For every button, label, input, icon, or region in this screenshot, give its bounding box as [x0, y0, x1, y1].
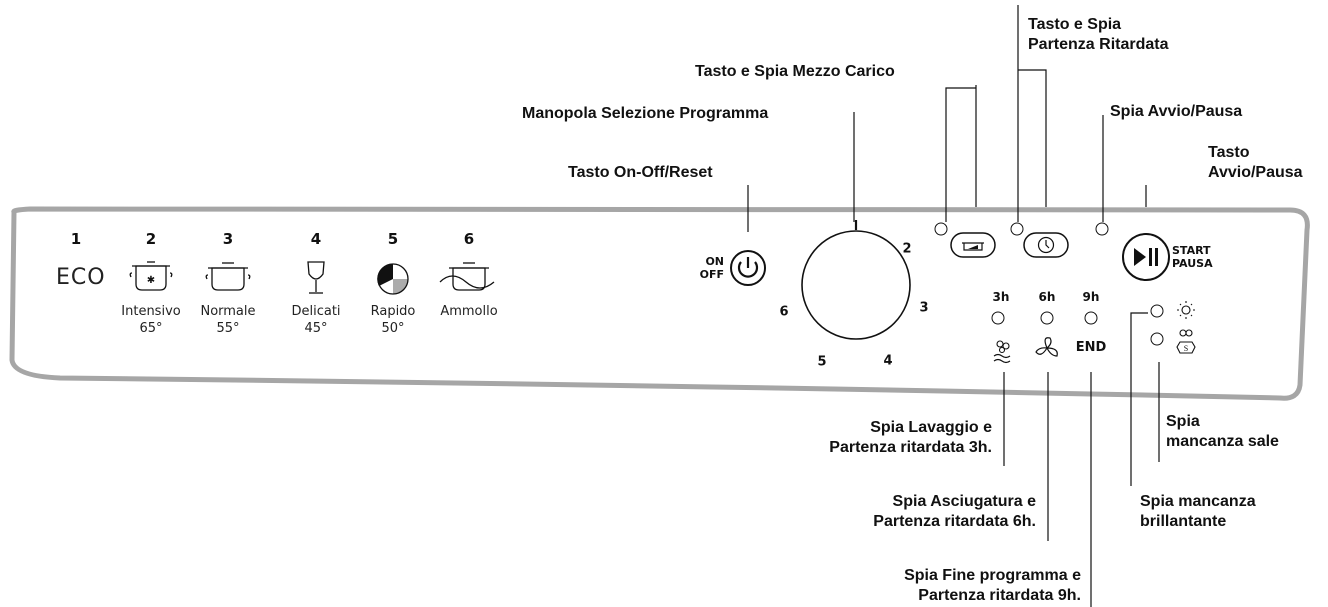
callout-spia-lavaggio: Spia Lavaggio e Partenza ritardata 3h. [829, 418, 992, 458]
program-delicati: Delicati 45° [291, 303, 340, 337]
program-number-2: 2 [145, 230, 157, 248]
led-avvio-pausa [1095, 222, 1109, 236]
leader-brillantante [1130, 312, 1148, 486]
callout-brillantante-line2: brillantante [1140, 513, 1227, 530]
off-label: OFF [699, 268, 724, 281]
delay-button [1023, 232, 1069, 258]
pot-normal-icon [205, 262, 251, 291]
led-partenza-ritardata [1010, 222, 1024, 236]
program-intensivo-name: Intensivo [121, 304, 181, 319]
dial-number-5: 5 [817, 354, 827, 370]
on-off-button[interactable] [731, 251, 765, 285]
program-dial [801, 220, 911, 340]
dial-number-6: 6 [779, 304, 789, 320]
led-6h [1040, 311, 1054, 325]
fan-icon [1035, 337, 1058, 357]
program-rapido: Rapido 50° [371, 303, 416, 337]
program-ammollo: Ammollo [440, 303, 497, 320]
on-off-label: ON OFF [690, 255, 724, 281]
program-rapido-temp: 50° [381, 321, 405, 336]
callout-on-off: Tasto On-Off/Reset [568, 164, 713, 181]
callout-partenza-line1: Tasto e Spia [1028, 16, 1122, 33]
program-intensivo: Intensivo 65° [121, 303, 180, 337]
label-end: END [1075, 340, 1107, 355]
callout-lavaggio-line2: Partenza ritardata 3h. [829, 439, 992, 456]
callout-avvio-pausa-tasto: Tasto Avvio/Pausa [1208, 143, 1303, 183]
salt-icon: S [1176, 329, 1196, 354]
label-6h: 6h [1038, 290, 1056, 304]
power-button [730, 250, 766, 286]
callout-asciugatura-line2: Partenza ritardata 6h. [873, 513, 1036, 530]
dial-number-3: 3 [919, 300, 929, 316]
pot-soak-icon [439, 262, 495, 291]
program-knob[interactable] [802, 231, 910, 339]
led-3h [991, 311, 1005, 325]
wash-icon [993, 340, 1011, 364]
program-delicati-temp: 45° [304, 321, 328, 336]
program-number-5: 5 [387, 230, 399, 248]
label-9h: 9h [1082, 290, 1100, 304]
callout-brillantante-line1: Spia mancanza [1140, 493, 1256, 510]
callout-manopola: Manopola Selezione Programma [522, 105, 769, 122]
program-intensivo-temp: 65° [139, 321, 163, 336]
rinse-aid-sun-icon [1177, 301, 1195, 319]
callout-partenza-ritardata: Tasto e Spia Partenza Ritardata [1018, 15, 1169, 55]
callout-sale-line2: mancanza sale [1166, 433, 1279, 450]
leader-mezzo-carico [945, 85, 977, 222]
half-load-toggle[interactable] [951, 233, 995, 257]
program-normale: Normale 55° [200, 303, 255, 337]
callout-mezzo-carico: Tasto e Spia Mezzo Carico [695, 63, 895, 80]
half-load-button [950, 232, 996, 258]
control-panel-outline [9, 206, 1310, 401]
led-brillantante [1150, 304, 1164, 318]
callout-sale-line1: Spia [1166, 413, 1200, 430]
program-rapido-name: Rapido [370, 304, 416, 319]
callout-spia-asciugatura: Spia Asciugatura e Partenza ritardata 6h… [873, 492, 1036, 532]
callout-asciugatura-line1: Spia Asciugatura e [892, 493, 1036, 510]
start-pausa-label: START PAUSA [1172, 244, 1213, 270]
program-eco-label: ECO [56, 265, 106, 290]
leader-partenza [1017, 5, 1047, 222]
delay-start-toggle[interactable] [1024, 233, 1068, 257]
start-pause-toggle[interactable] [1123, 234, 1169, 280]
svg-text:✱: ✱ [147, 275, 155, 286]
program-number-3: 3 [222, 230, 234, 248]
callout-fine-line1: Spia Fine programma e [904, 567, 1081, 584]
callout-avvio-tasto-line1: Tasto [1208, 144, 1250, 161]
rapid-clock-icon [377, 263, 409, 295]
dial-number-4: 4 [883, 353, 893, 369]
callout-avvio-tasto-line2: Avvio/Pausa [1208, 164, 1303, 181]
program-normale-name: Normale [200, 304, 256, 319]
program-number-1: 1 [70, 230, 82, 248]
callout-spia-sale: Spia mancanza sale [1166, 412, 1279, 452]
led-9h [1084, 311, 1098, 325]
callout-spia-fine: Spia Fine programma e Partenza ritardata… [904, 566, 1081, 606]
label-3h: 3h [992, 290, 1010, 304]
start-pause-button [1122, 233, 1170, 281]
program-number-6: 6 [463, 230, 475, 248]
callout-spia-brillantante: Spia mancanza brillantante [1140, 492, 1256, 532]
wine-glass-icon [307, 261, 325, 294]
program-ammollo-name: Ammollo [440, 304, 498, 319]
led-sale [1150, 332, 1164, 346]
dial-number-2: 2 [902, 241, 912, 257]
program-number-4: 4 [310, 230, 322, 248]
pot-intensive-icon: ✱ [129, 261, 173, 291]
program-normale-temp: 55° [216, 321, 240, 336]
svg-text:S: S [1184, 344, 1188, 353]
led-mezzo-carico [934, 222, 948, 236]
callout-fine-line2: Partenza ritardata 9h. [918, 587, 1081, 604]
on-label: ON [705, 255, 724, 268]
callout-partenza-line2: Partenza Ritardata [1028, 36, 1169, 53]
callout-avvio-pausa-spia: Spia Avvio/Pausa [1110, 103, 1243, 120]
callout-lavaggio-line1: Spia Lavaggio e [870, 419, 992, 436]
pausa-label: PAUSA [1172, 257, 1213, 270]
program-delicati-name: Delicati [291, 304, 341, 319]
start-label: START [1172, 244, 1211, 257]
